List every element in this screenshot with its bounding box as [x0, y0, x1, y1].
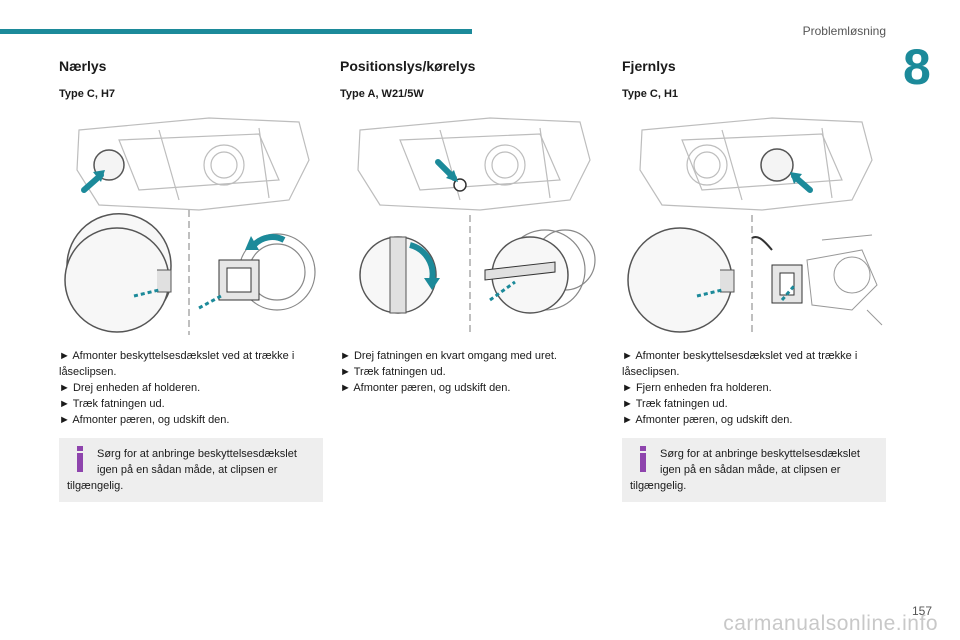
info-icon — [636, 446, 650, 472]
page-number: 157 — [911, 604, 932, 618]
low-beam-illustration — [64, 117, 316, 335]
column-heading: Fjernlys — [622, 58, 676, 74]
column-low-beam: Nærlys Type C, H7 ► Afmonter beskyttelse… — [59, 58, 323, 502]
step-item: ► Træk fatningen ud. — [340, 366, 446, 378]
step-item: ► Drej fatningen en kvart omgang med ure… — [340, 350, 557, 362]
step-item: ► Afmonter pæren, og udskift den. — [622, 414, 793, 426]
bulb-type: Type C, H1 — [622, 88, 679, 100]
bulb-type: Type C, H7 — [59, 88, 116, 100]
high-beam-illustration — [627, 117, 883, 335]
chapter-number: 8 — [903, 39, 931, 95]
step-item: ► Træk fatningen ud. — [59, 398, 165, 410]
column-high-beam: Fjernlys Type C, H1 ► Afmonter beskyttel… — [622, 58, 886, 502]
info-icon — [73, 446, 87, 472]
step-item: ► Afmonter pæren, og udskift den. — [340, 382, 511, 394]
step-item: ► Afmonter beskyttelsesdækslet ved at tr… — [622, 350, 858, 378]
steps-list: ► Afmonter beskyttelsesdækslet ved at tr… — [59, 348, 323, 428]
info-note: Sørg for at anbringe beskyttelsesdækslet… — [59, 438, 323, 502]
note-text: Sørg for at anbringe beskyttelsesdækslet… — [630, 448, 860, 492]
bulb-type: Type A, W21/5W — [340, 88, 424, 100]
column-heading: Nærlys — [59, 58, 107, 74]
position-light-illustration — [357, 117, 596, 335]
info-note: Sørg for at anbringe beskyttelsesdækslet… — [622, 438, 886, 502]
watermark: carmanualsonline.info — [723, 612, 938, 635]
section-label: Problemløsning — [802, 24, 886, 38]
column-position-light: Positionslys/kørelys Type A, W21/5W ► Dr… — [340, 58, 604, 396]
step-item: ► Fjern enheden fra holderen. — [622, 382, 772, 394]
step-item: ► Afmonter beskyttelsesdækslet ved at tr… — [59, 350, 295, 378]
note-text: Sørg for at anbringe beskyttelsesdækslet… — [67, 448, 297, 492]
column-heading: Positionslys/kørelys — [340, 58, 476, 74]
step-item: ► Drej enheden af holderen. — [59, 382, 201, 394]
header-accent-bar — [0, 29, 472, 34]
step-item: ► Træk fatningen ud. — [622, 398, 728, 410]
steps-list: ► Drej fatningen en kvart omgang med ure… — [340, 348, 604, 396]
step-item: ► Afmonter pæren, og udskift den. — [59, 414, 230, 426]
steps-list: ► Afmonter beskyttelsesdækslet ved at tr… — [622, 348, 886, 428]
